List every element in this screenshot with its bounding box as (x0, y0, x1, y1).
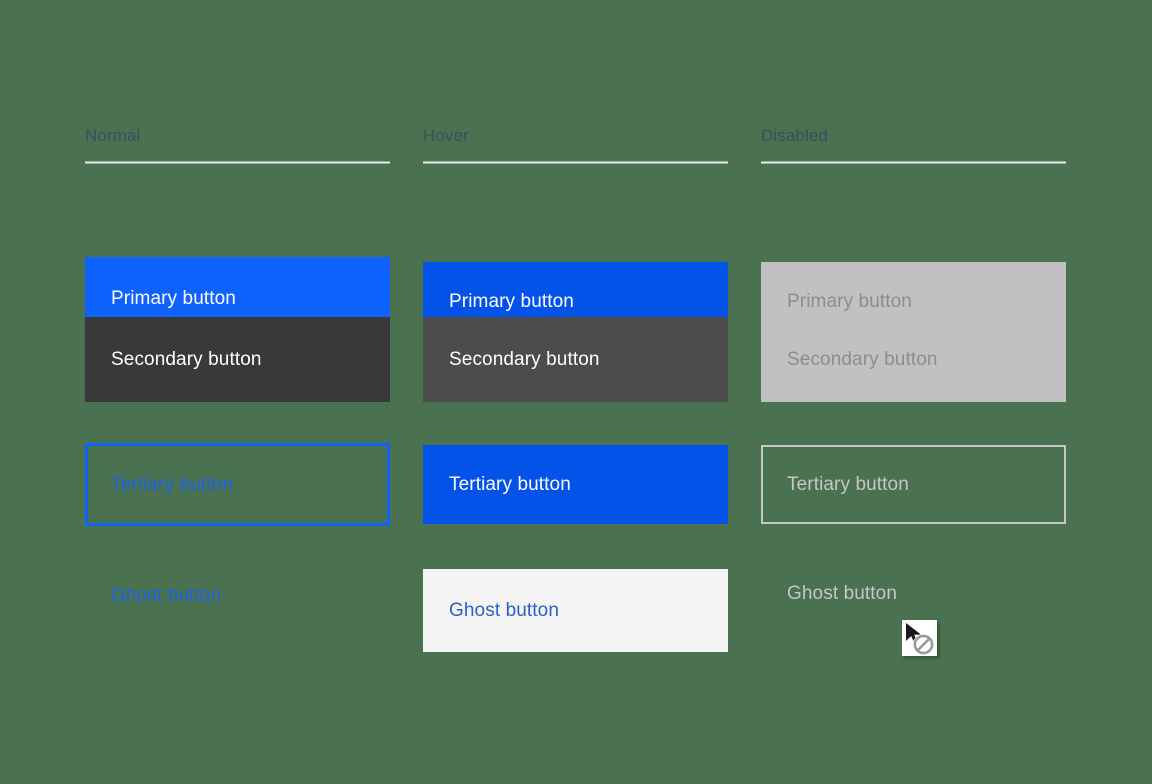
secondary-button-hover[interactable]: Secondary button (423, 317, 728, 402)
column-header-hover: Hover (423, 126, 728, 164)
slot-secondary-hover: Secondary button (423, 317, 728, 443)
slot-tertiary-hover: Tertiary button (423, 443, 728, 569)
secondary-button-normal[interactable]: Secondary button (85, 317, 390, 402)
column-normal: Normal (85, 126, 390, 164)
column-disabled: Disabled (761, 126, 1066, 164)
secondary-button-disabled: Secondary button (761, 317, 1066, 402)
slot-primary-disabled: Primary button (761, 191, 1066, 341)
column-header-normal: Normal (85, 126, 390, 164)
slot-tertiary-normal: Tertiary button (85, 443, 390, 569)
slot-secondary-normal: Secondary button (85, 317, 390, 443)
column-header-rule (423, 161, 728, 164)
column-header-label-hover: Hover (423, 126, 469, 145)
ghost-button-disabled: Ghost button (761, 571, 1066, 617)
slot-secondary-disabled: Secondary button (761, 317, 1066, 443)
row-tertiary: Tertiary button Tertiary button Tertiary… (85, 443, 1067, 569)
column-headers: Normal Hover Disabled (85, 126, 1067, 164)
row-ghost: Ghost button Ghost button Ghost button (85, 569, 1067, 679)
slot-primary-hover: Primary button (423, 191, 728, 341)
ghost-button-normal[interactable]: Ghost button (85, 573, 390, 619)
row-secondary: Secondary button Secondary button Second… (85, 317, 1067, 443)
column-header-disabled: Disabled (761, 126, 1066, 164)
button-matrix: Primary button Primary button Primary bu… (85, 191, 1067, 679)
tertiary-button-disabled: Tertiary button (761, 445, 1066, 524)
ghost-button-hover[interactable]: Ghost button (423, 569, 728, 652)
column-header-rule (85, 161, 390, 164)
column-hover: Hover (423, 126, 728, 164)
slot-ghost-disabled: Ghost button (761, 569, 1066, 679)
column-header-label-normal: Normal (85, 126, 141, 145)
row-primary: Primary button Primary button Primary bu… (85, 191, 1067, 341)
tertiary-button-hover[interactable]: Tertiary button (423, 445, 728, 524)
slot-tertiary-disabled: Tertiary button (761, 443, 1066, 569)
slot-primary-normal: Primary button (85, 191, 390, 340)
slot-ghost-normal: Ghost button (85, 569, 390, 679)
column-header-label-disabled: Disabled (761, 126, 828, 145)
column-header-rule (761, 161, 1066, 164)
tertiary-button-normal[interactable]: Tertiary button (85, 443, 390, 526)
slot-ghost-hover: Ghost button (423, 569, 728, 679)
